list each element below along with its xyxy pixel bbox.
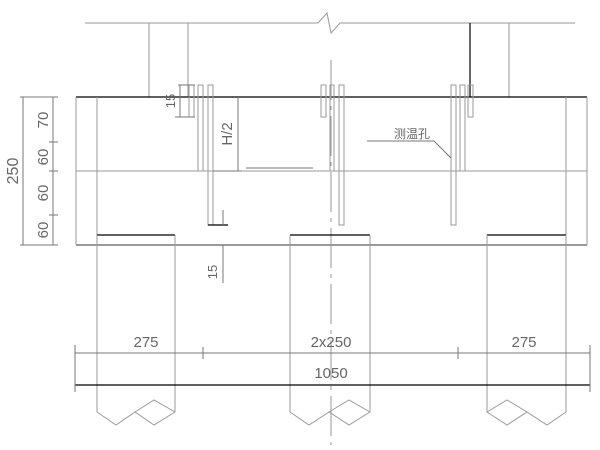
dim-layer-2: 60 bbox=[35, 149, 52, 166]
dim-pipe-bottom: 15 bbox=[205, 265, 220, 279]
dim-pipe-top: 15 bbox=[163, 94, 178, 108]
height-dimensions: 250 70 60 60 60 bbox=[5, 96, 58, 246]
top-beam bbox=[85, 11, 575, 97]
dim-total-width: 1050 bbox=[314, 365, 347, 382]
dim-total-height: 250 bbox=[5, 158, 22, 185]
dim-layer-1: 70 bbox=[35, 112, 52, 129]
dim-layer-4: 60 bbox=[35, 222, 52, 239]
dim-half-height: H/2 bbox=[219, 122, 236, 145]
width-dimensions: 275 2x250 275 1050 bbox=[74, 334, 591, 392]
dim-layer-3: 60 bbox=[35, 185, 52, 202]
temperature-hole-callout: 测温孔 bbox=[367, 127, 452, 159]
label-temperature-hole: 测温孔 bbox=[394, 127, 430, 141]
dim-left-span: 275 bbox=[133, 334, 158, 351]
dim-middle-span: 2x250 bbox=[311, 334, 352, 351]
pipe-dimensions: 15 H/2 15 bbox=[163, 84, 313, 283]
dim-right-span: 275 bbox=[511, 334, 536, 351]
piles bbox=[96, 234, 567, 426]
